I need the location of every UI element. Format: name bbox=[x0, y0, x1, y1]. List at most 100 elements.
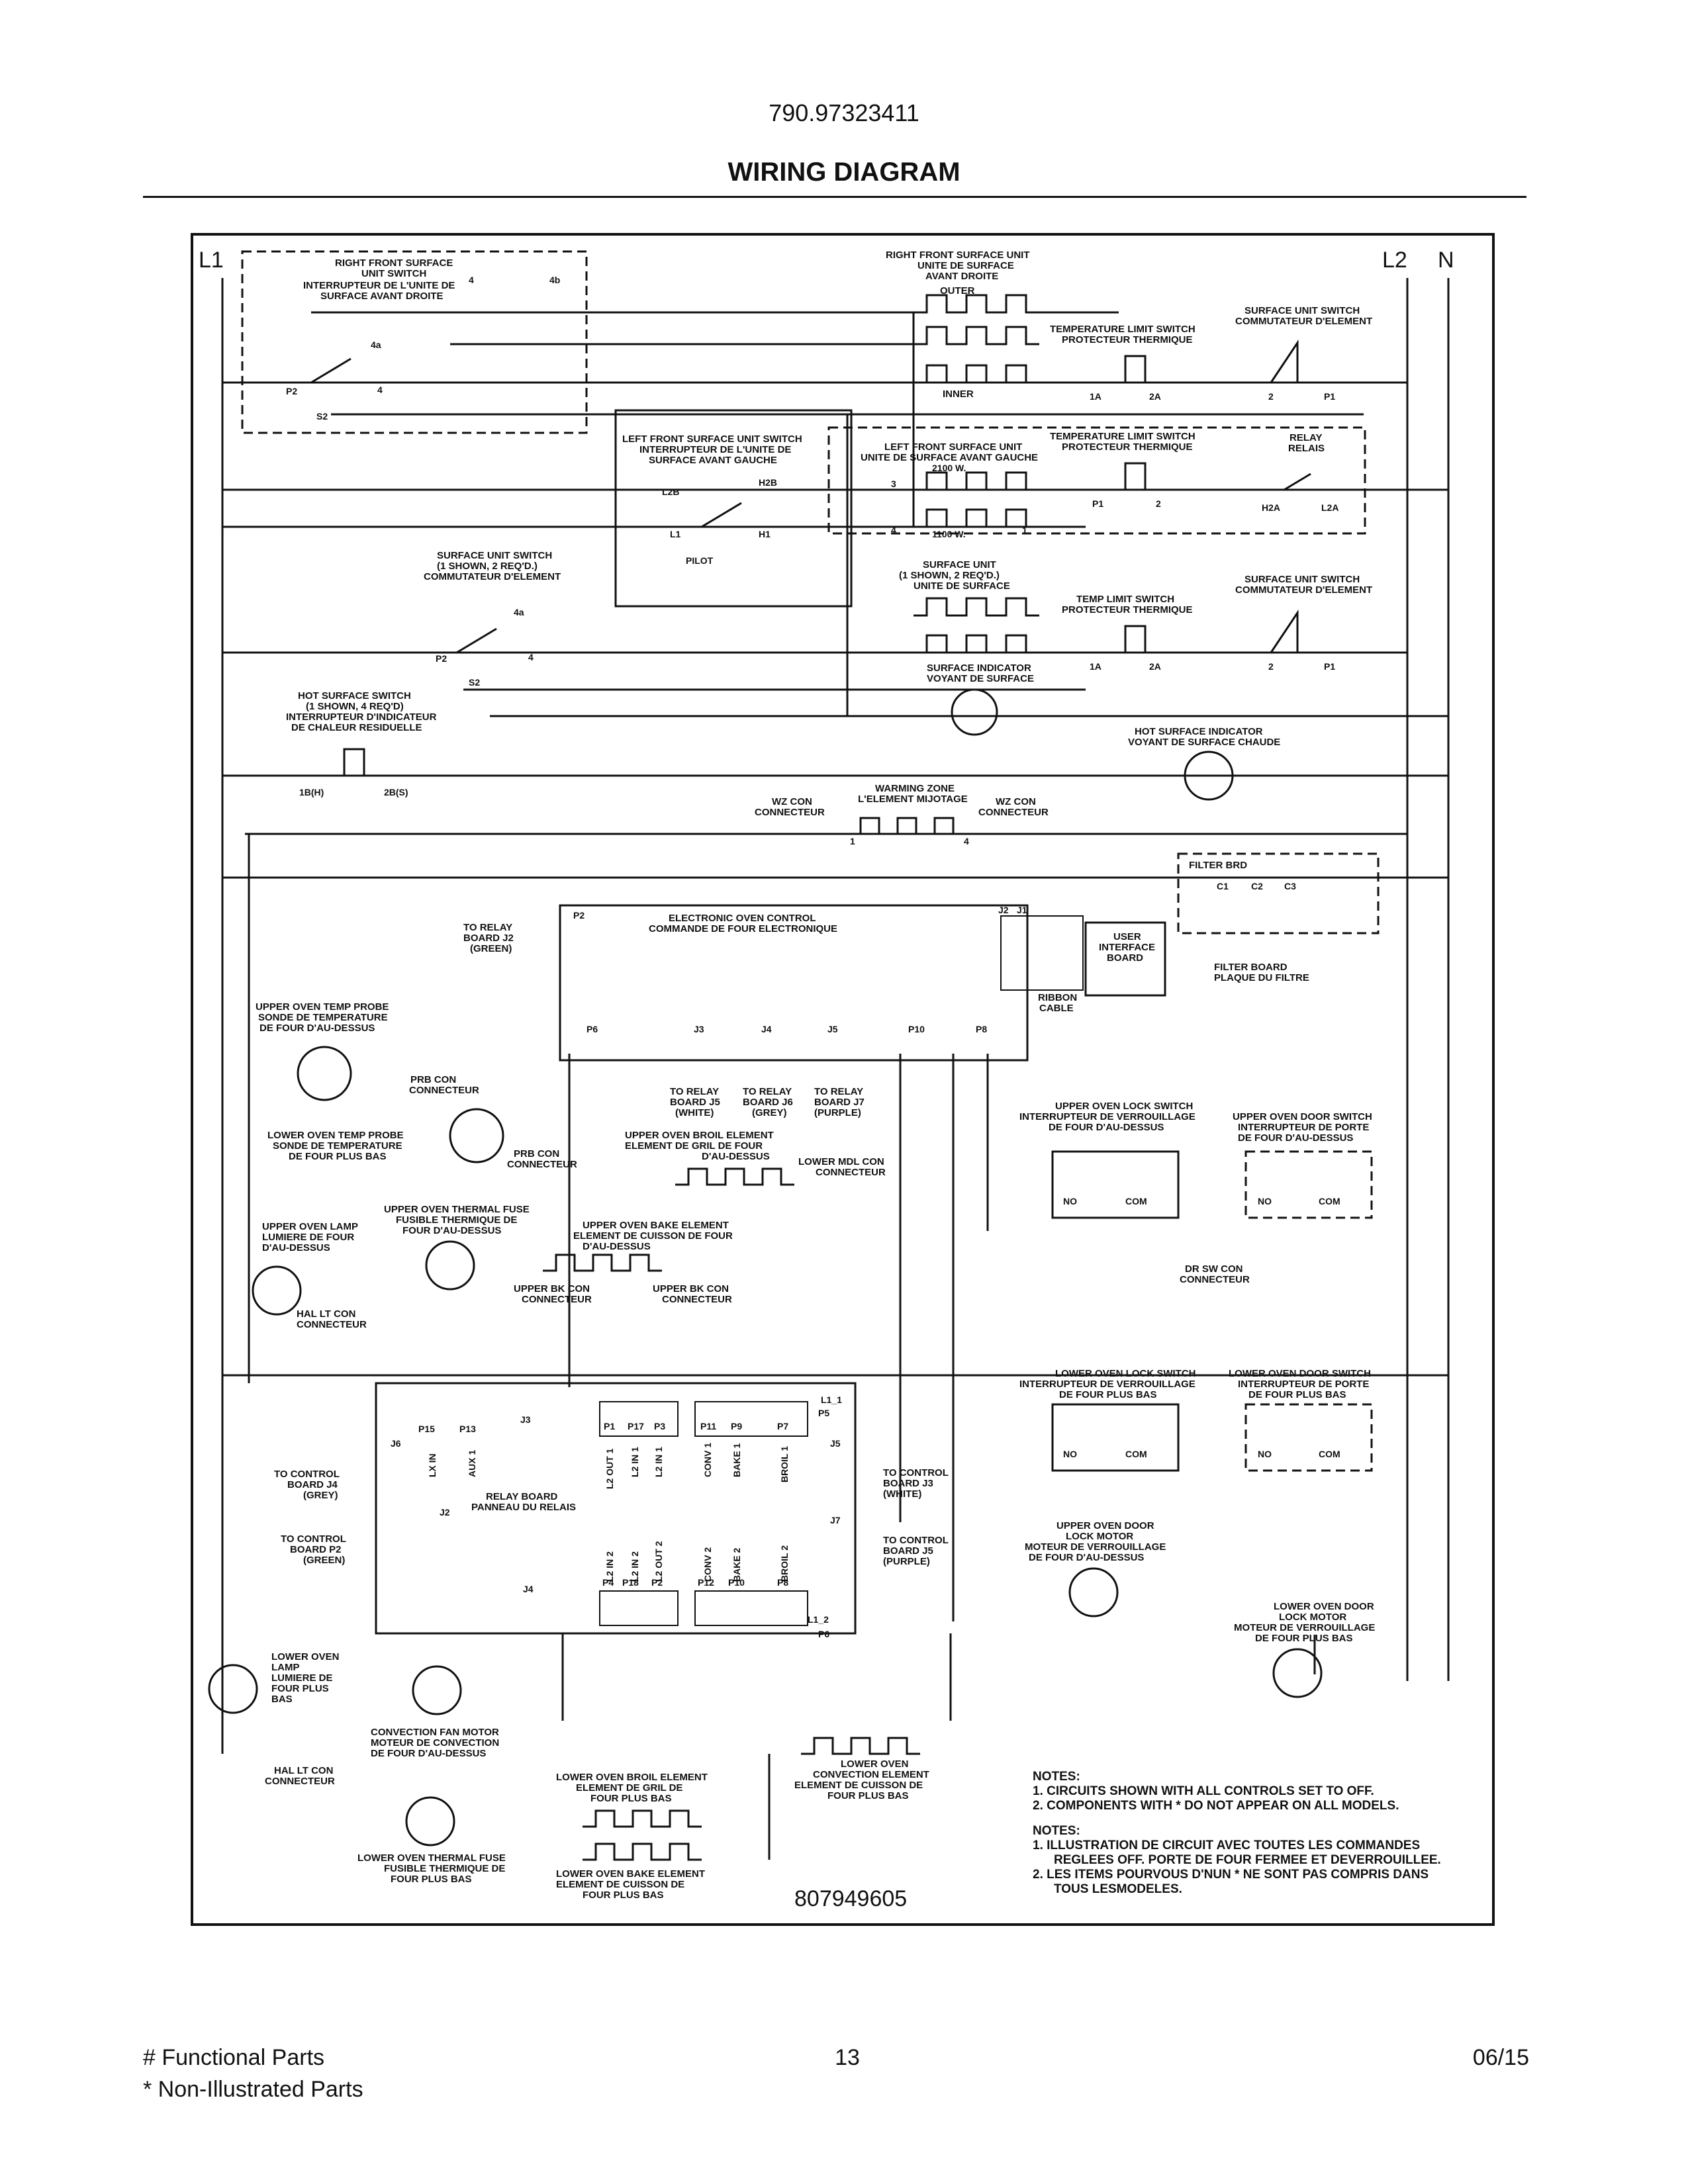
lols-l2: INTERRUPTEUR DE VERROUILLAGE bbox=[1019, 1379, 1196, 1390]
surface-unit-switch-3 bbox=[1270, 610, 1299, 653]
footer-functional-parts: # Functional Parts bbox=[143, 2045, 325, 2070]
rf-unit-l3: AVANT DROITE bbox=[925, 271, 998, 282]
eoc-board bbox=[559, 904, 1029, 1062]
lower-lock-motor bbox=[1272, 1648, 1323, 1698]
lf-unit-w1: 2100 W. bbox=[932, 463, 966, 473]
upper-thermal-fuse bbox=[425, 1240, 475, 1291]
to-j7-l1: TO RELAY bbox=[814, 1086, 863, 1097]
eoc-j1: J1 bbox=[1017, 905, 1027, 915]
to-j5-l3: (WHITE) bbox=[675, 1107, 714, 1118]
diagram-frame bbox=[191, 233, 1495, 1926]
uols-l2: INTERRUPTEUR DE VERROUILLAGE bbox=[1019, 1111, 1196, 1122]
rf-templimit-a: 1A bbox=[1090, 391, 1102, 402]
hss-l3: INTERRUPTEUR D'INDICATEUR bbox=[286, 711, 437, 723]
upper-lamp bbox=[252, 1265, 302, 1316]
lols-l3: DE FOUR PLUS BAS bbox=[1059, 1389, 1157, 1400]
wz-con-left: WZ CON bbox=[772, 796, 812, 807]
wz-b: 4 bbox=[964, 836, 969, 846]
cfm-l2: MOTEUR DE CONVECTION bbox=[371, 1737, 499, 1749]
lf-element-1100 bbox=[914, 508, 1039, 528]
rf-inner-element bbox=[914, 364, 1039, 384]
rf-outer-element-2 bbox=[914, 326, 1039, 345]
tc-j3-l3: (WHITE) bbox=[883, 1488, 921, 1500]
lotf-l3: FOUR PLUS BAS bbox=[391, 1874, 472, 1885]
relay-board bbox=[375, 1382, 857, 1635]
cfm-l1: CONVECTION FAN MOTOR bbox=[371, 1727, 499, 1738]
lols-com: COM bbox=[1125, 1449, 1147, 1459]
eoc-j5: J5 bbox=[827, 1024, 838, 1034]
surface-unit-element-2 bbox=[914, 634, 1039, 654]
relay-b: L2A bbox=[1321, 502, 1338, 513]
lower-broil-element bbox=[583, 1809, 702, 1828]
tc-j5-l2: BOARD J5 bbox=[883, 1545, 933, 1557]
uotf-l2: FUSIBLE THERMIQUE DE bbox=[396, 1214, 517, 1226]
lobroil-l2: ELEMENT DE GRIL DE bbox=[576, 1782, 682, 1794]
rb-lxin: LX IN bbox=[427, 1453, 438, 1477]
filter-c1: C1 bbox=[1217, 881, 1229, 891]
eoc-l1: ELECTRONIC OVEN CONTROL bbox=[669, 913, 816, 924]
rb-l2in2b: L2 IN 2 bbox=[630, 1551, 640, 1582]
uotp-l2: SONDE DE TEMPERATURE bbox=[258, 1012, 388, 1023]
filter-n2: PLAQUE DU FILTRE bbox=[1214, 972, 1309, 983]
hss-l1: HOT SURFACE SWITCH bbox=[298, 690, 411, 702]
uib-l1: USER bbox=[1113, 931, 1141, 942]
sus3-l1: SURFACE UNIT SWITCH bbox=[1244, 574, 1360, 585]
uobe-l1: UPPER OVEN BROIL ELEMENT bbox=[625, 1130, 774, 1141]
cfm-l3: DE FOUR D'AU-DESSUS bbox=[371, 1748, 486, 1759]
to-j5-l2: BOARD J5 bbox=[670, 1097, 720, 1108]
rf-templimit-l2: PROTECTEUR THERMIQUE bbox=[1062, 334, 1193, 345]
lf-switch-l3: SURFACE AVANT GAUCHE bbox=[649, 455, 777, 466]
rb-l1: RELAY BOARD bbox=[486, 1491, 558, 1502]
loconv-l4: FOUR PLUS BAS bbox=[827, 1790, 909, 1801]
rb-l2in2a: L2 IN 2 bbox=[604, 1551, 615, 1582]
to-j7-l2: BOARD J7 bbox=[814, 1097, 865, 1108]
notes-f1b: REGLEES OFF. PORTE DE FOUR FERMEE ET DEV… bbox=[1054, 1853, 1441, 1867]
lmd-l2: CONNECTEUR bbox=[816, 1167, 886, 1178]
rb-p12: P12 bbox=[698, 1577, 714, 1588]
rb-l2: PANNEAU DU RELAIS bbox=[471, 1502, 576, 1513]
drsw-l2: CONNECTEUR bbox=[1180, 1274, 1250, 1285]
uolamp-l1: UPPER OVEN LAMP bbox=[262, 1221, 358, 1232]
lf-temp-limit-switch bbox=[1099, 462, 1172, 491]
sus2-l1: SURFACE UNIT SWITCH bbox=[437, 550, 552, 561]
uods-l1: UPPER OVEN DOOR SWITCH bbox=[1233, 1111, 1372, 1122]
rf-switch-t4: 4 bbox=[469, 275, 474, 285]
rb-l2out1: L2 OUT 1 bbox=[604, 1448, 615, 1489]
uobake-l3: D'AU-DESSUS bbox=[583, 1241, 651, 1252]
sus2-t4a: 4a bbox=[514, 607, 524, 617]
rb-conn-top2 bbox=[694, 1401, 808, 1437]
lods-l1: LOWER OVEN DOOR SWITCH bbox=[1229, 1368, 1371, 1379]
rb-l12: L1_2 bbox=[808, 1614, 829, 1625]
rb-j7: J7 bbox=[830, 1515, 841, 1525]
lf-unit-t4: 4 bbox=[891, 525, 896, 535]
sus2-t4: 4 bbox=[528, 652, 534, 662]
notes-h2: NOTES: bbox=[1033, 1824, 1080, 1838]
to-relay-j2-l1: TO RELAY bbox=[463, 922, 512, 933]
rb-p11: P11 bbox=[700, 1421, 716, 1432]
tl2-l2: PROTECTEUR THERMIQUE bbox=[1062, 604, 1193, 615]
footer-non-illustrated-parts: * Non-Illustrated Parts bbox=[143, 2077, 363, 2102]
relay-a: H2A bbox=[1262, 502, 1280, 513]
rf-switch-s2: S2 bbox=[316, 411, 328, 422]
uols-l3: DE FOUR D'AU-DESSUS bbox=[1049, 1122, 1164, 1133]
rb-p17: P17 bbox=[628, 1421, 644, 1432]
sus3-b: P1 bbox=[1324, 661, 1335, 672]
lower-bake-element bbox=[583, 1843, 702, 1861]
wz-l1: WARMING ZONE bbox=[875, 783, 955, 794]
lmd-l1: LOWER MDL CON bbox=[798, 1156, 884, 1167]
rf-templimit-b: 2A bbox=[1149, 391, 1161, 402]
si-l2: VOYANT DE SURFACE bbox=[927, 673, 1034, 684]
rf-switch-t4c: 4 bbox=[377, 385, 383, 395]
filter-title: FILTER BRD bbox=[1189, 860, 1247, 871]
uobe-l3: D'AU-DESSUS bbox=[702, 1151, 770, 1162]
to-j6-l1: TO RELAY bbox=[743, 1086, 792, 1097]
lower-probe-symbol bbox=[449, 1108, 504, 1163]
uotf-l3: FOUR D'AU-DESSUS bbox=[402, 1225, 501, 1236]
ubk1-l1: UPPER BK CON bbox=[514, 1283, 590, 1295]
relay-l1: RELAY bbox=[1289, 432, 1322, 443]
rb-j5: J5 bbox=[830, 1438, 841, 1449]
lower-door-switch-box bbox=[1244, 1403, 1373, 1472]
lf-switch-l2: INTERRUPTEUR DE L'UNITE DE bbox=[639, 444, 791, 455]
lf-templimit-l2: PROTECTEUR THERMIQUE bbox=[1062, 441, 1193, 453]
eoc-j2: J2 bbox=[998, 905, 1009, 915]
